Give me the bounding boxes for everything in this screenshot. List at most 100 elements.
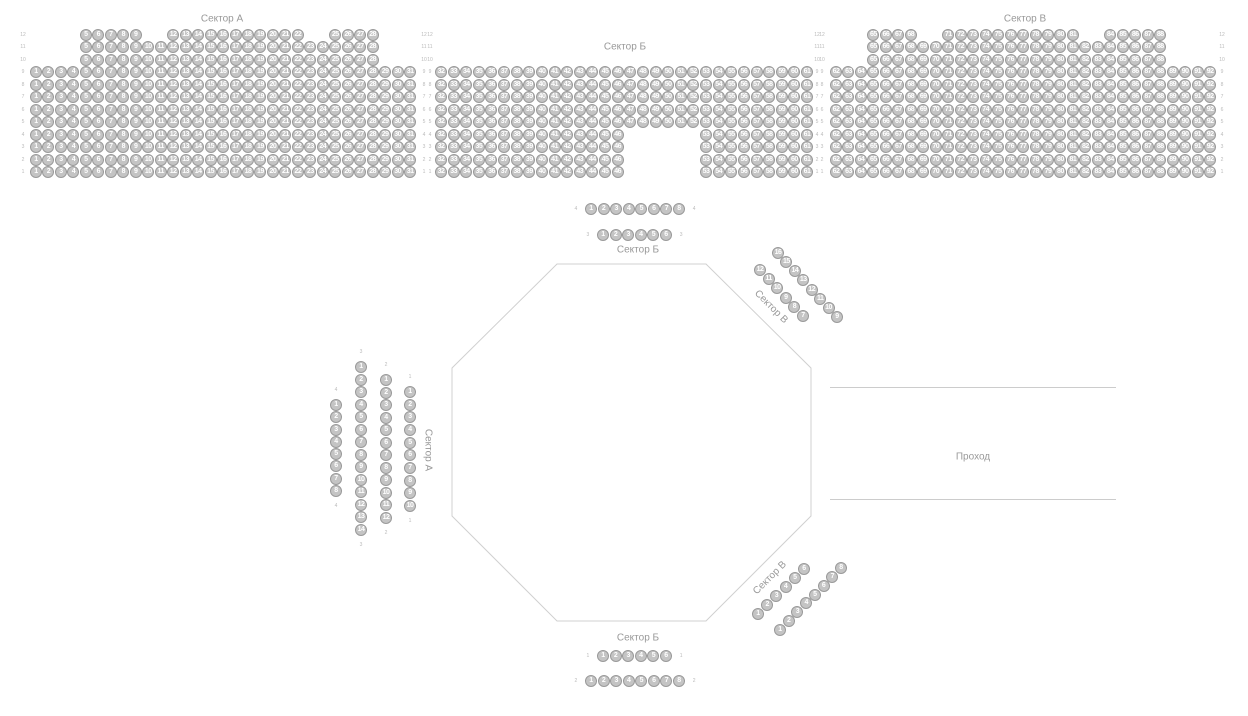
seat-b_bottom-row1-2[interactable]: 2 — [609, 650, 622, 662]
seat-a-row12-19[interactable]: 19 — [254, 28, 267, 41]
seat-a-row1-31[interactable]: 31 — [404, 166, 417, 178]
seat-a-row5-21[interactable]: 21 — [279, 116, 292, 128]
seat-a-row4-31[interactable]: 31 — [404, 128, 417, 141]
seat-b-row9-53[interactable]: 53 — [700, 66, 713, 78]
seat-v-row3-85[interactable]: 85 — [1116, 141, 1129, 153]
seat-a-row12-12[interactable]: 12 — [167, 28, 180, 41]
seat-v-row5-71[interactable]: 71 — [942, 116, 955, 128]
seat-b-row6-59[interactable]: 59 — [775, 103, 788, 116]
seat-v-row7-84[interactable]: 84 — [1104, 91, 1117, 103]
seat-v_top-row1-15[interactable]: 15 — [780, 256, 793, 269]
seat-b-row3-45[interactable]: 45 — [599, 141, 612, 153]
seat-a-row11-14[interactable]: 14 — [192, 41, 205, 53]
seat-a-row7-4[interactable]: 4 — [67, 91, 80, 103]
seat-b-row8-60[interactable]: 60 — [788, 78, 801, 91]
seat-v-row9-81[interactable]: 81 — [1066, 66, 1079, 78]
seat-a-row1-27[interactable]: 27 — [354, 166, 367, 178]
seat-v-row5-75[interactable]: 75 — [992, 116, 1005, 128]
seat-v-row6-62[interactable]: 62 — [830, 103, 842, 116]
seat-v-row1-67[interactable]: 67 — [892, 166, 905, 178]
seat-v-row12-67[interactable]: 67 — [892, 28, 905, 41]
seat-v-row5-72[interactable]: 72 — [954, 116, 967, 128]
seat-b-row9-35[interactable]: 35 — [472, 66, 485, 78]
seat-a-row5-28[interactable]: 28 — [366, 116, 379, 128]
seat-a-row3-31[interactable]: 31 — [404, 141, 417, 153]
seat-a-row4-20[interactable]: 20 — [266, 128, 279, 141]
seat-b-row8-45[interactable]: 45 — [599, 78, 612, 91]
seat-v-row4-66[interactable]: 66 — [879, 128, 892, 141]
seat-a-row7-1[interactable]: 1 — [30, 91, 42, 103]
seat-b-row8-51[interactable]: 51 — [674, 78, 687, 91]
seat-a-row12-18[interactable]: 18 — [241, 28, 254, 41]
seat-v-row11-75[interactable]: 75 — [992, 41, 1005, 53]
seat-a-row11-22[interactable]: 22 — [291, 41, 304, 53]
seat-a-row2-22[interactable]: 22 — [291, 153, 304, 166]
seat-v-row4-63[interactable]: 63 — [842, 128, 855, 141]
seat-a-row4-28[interactable]: 28 — [366, 128, 379, 141]
seat-a-row9-20[interactable]: 20 — [266, 66, 279, 78]
seat-b_bottom-row2-3[interactable]: 3 — [610, 675, 623, 687]
seat-a-row6-9[interactable]: 9 — [129, 103, 142, 116]
seat-b-row8-54[interactable]: 54 — [712, 78, 725, 91]
seat-a-row4-16[interactable]: 16 — [217, 128, 230, 141]
seat-a-row7-20[interactable]: 20 — [266, 91, 279, 103]
seat-b-row9-60[interactable]: 60 — [788, 66, 801, 78]
seat-a-row8-23[interactable]: 23 — [304, 78, 317, 91]
seat-a-row4-10[interactable]: 10 — [142, 128, 155, 141]
seat-a-row4-6[interactable]: 6 — [92, 128, 105, 141]
seat-v-row9-86[interactable]: 86 — [1129, 66, 1142, 78]
seat-v-row3-68[interactable]: 68 — [904, 141, 917, 153]
seat-a-row8-3[interactable]: 3 — [54, 78, 67, 91]
seat-a-row2-6[interactable]: 6 — [92, 153, 105, 166]
seat-a-row11-20[interactable]: 20 — [266, 41, 279, 53]
seat-v_top-row0-8[interactable]: 8 — [788, 300, 801, 313]
seat-a-row9-5[interactable]: 5 — [79, 66, 92, 78]
seat-a-row10-8[interactable]: 8 — [117, 53, 130, 66]
seat-b_top-row4-5[interactable]: 5 — [635, 203, 648, 215]
seat-b-row7-60[interactable]: 60 — [788, 91, 801, 103]
seat-v-row5-62[interactable]: 62 — [830, 116, 842, 128]
seat-v-row1-63[interactable]: 63 — [842, 166, 855, 178]
seat-v-row3-74[interactable]: 74 — [979, 141, 992, 153]
seat-v-row4-92[interactable]: 92 — [1204, 128, 1217, 141]
seat-b-row6-37[interactable]: 37 — [498, 103, 511, 116]
seat-b-row8-53[interactable]: 53 — [700, 78, 713, 91]
seat-b_bottom-row1-4[interactable]: 4 — [634, 650, 647, 662]
seat-b-row3-39[interactable]: 39 — [523, 141, 536, 153]
seat-v-row4-78[interactable]: 78 — [1029, 128, 1042, 141]
seat-b-row3-61[interactable]: 61 — [800, 141, 813, 153]
seat-b-row7-40[interactable]: 40 — [535, 91, 548, 103]
seat-v-row4-83[interactable]: 83 — [1091, 128, 1104, 141]
seat-a-row10-28[interactable]: 28 — [366, 53, 379, 66]
seat-a-row5-6[interactable]: 6 — [92, 116, 105, 128]
seat-a-row9-1[interactable]: 1 — [30, 66, 42, 78]
seat-a-row5-23[interactable]: 23 — [304, 116, 317, 128]
seat-v-row1-83[interactable]: 83 — [1091, 166, 1104, 178]
seat-a-row8-14[interactable]: 14 — [192, 78, 205, 91]
seat-v_top-row1-14[interactable]: 14 — [788, 265, 801, 278]
seat-a_left-row2-2[interactable]: 2 — [380, 386, 392, 399]
seat-v_top-row1-13[interactable]: 13 — [797, 274, 810, 287]
seat-v-row9-88[interactable]: 88 — [1154, 66, 1167, 78]
seat-v_top-row1-11[interactable]: 11 — [814, 292, 827, 305]
seat-a-row2-11[interactable]: 11 — [154, 153, 167, 166]
seat-v-row10-88[interactable]: 88 — [1154, 53, 1167, 66]
seat-v-row12-72[interactable]: 72 — [954, 28, 967, 41]
seat-v-row12-76[interactable]: 76 — [1004, 28, 1017, 41]
seat-a-row8-28[interactable]: 28 — [366, 78, 379, 91]
seat-b_top-row3-1[interactable]: 1 — [597, 229, 609, 241]
seat-v-row5-89[interactable]: 89 — [1166, 116, 1179, 128]
seat-b-row9-51[interactable]: 51 — [674, 66, 687, 78]
seat-v-row8-88[interactable]: 88 — [1154, 78, 1167, 91]
seat-v-row3-72[interactable]: 72 — [954, 141, 967, 153]
seat-b_bottom-row1-3[interactable]: 3 — [622, 650, 635, 662]
seat-v_bottom-row1-4[interactable]: 4 — [800, 597, 813, 610]
seat-b-row5-51[interactable]: 51 — [674, 116, 687, 128]
seat-a-row7-24[interactable]: 24 — [316, 91, 329, 103]
seat-a-row5-12[interactable]: 12 — [167, 116, 180, 128]
seat-a-row1-14[interactable]: 14 — [192, 166, 205, 178]
seat-b-row1-40[interactable]: 40 — [535, 166, 548, 178]
seat-a-row9-27[interactable]: 27 — [354, 66, 367, 78]
seat-b-row9-36[interactable]: 36 — [485, 66, 498, 78]
seat-a-row1-7[interactable]: 7 — [104, 166, 117, 178]
